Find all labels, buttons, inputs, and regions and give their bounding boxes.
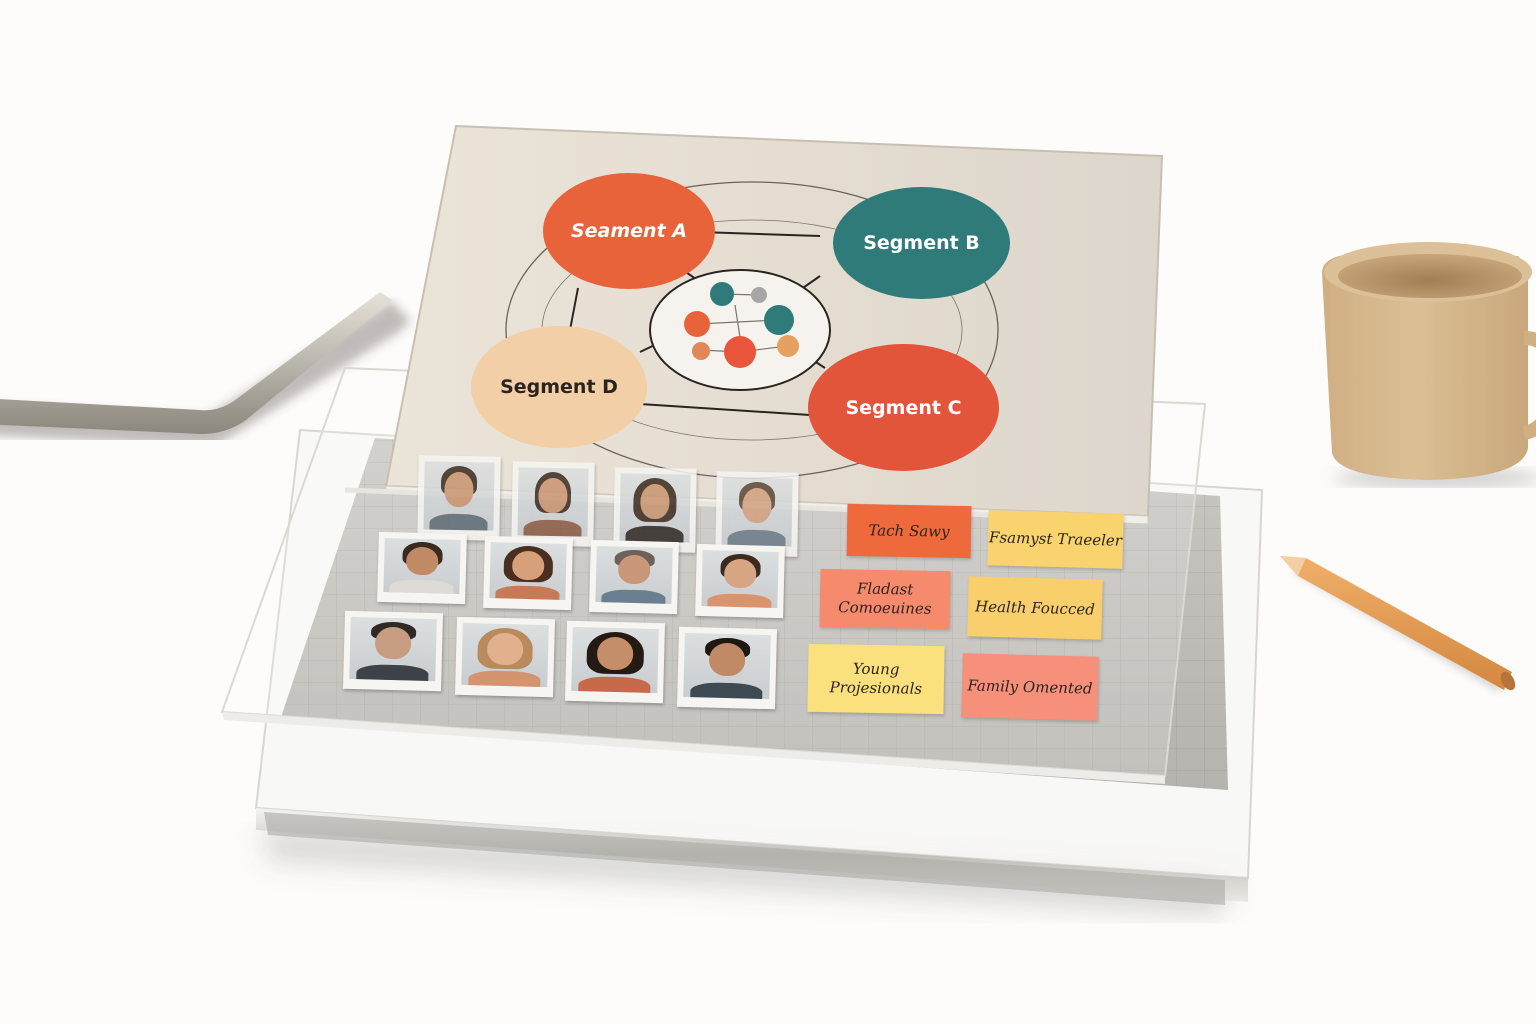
pencil xyxy=(1280,556,1516,693)
sticky-note: Fladast Comoeuines xyxy=(819,568,951,630)
persona-photo xyxy=(695,543,785,619)
segment-c-node: Segment C xyxy=(808,344,999,471)
segment-b-label: Segment B xyxy=(863,232,980,254)
sticky-note: Family Omented xyxy=(961,653,1099,721)
segment-d-node: Segment D xyxy=(471,326,647,448)
sticky-note: Fsamyst Traeeler xyxy=(987,510,1124,569)
persona-photo xyxy=(377,531,467,605)
persona-photo xyxy=(417,455,501,541)
coffee-mug xyxy=(1322,242,1536,488)
persona-photo xyxy=(676,626,778,710)
sticky-note: Health Foucced xyxy=(967,576,1103,640)
sticky-note: Young Projesionals xyxy=(807,643,945,715)
sticky-note-label: Health Foucced xyxy=(974,596,1096,619)
sticky-note: Tach Sawy xyxy=(846,503,972,559)
persona-photo xyxy=(589,539,679,615)
segment-c-label: Segment C xyxy=(845,396,962,419)
segment-d-label: Segment D xyxy=(500,376,618,398)
sticky-note-label: Family Omented xyxy=(967,675,1093,698)
segment-a-label: Seament A xyxy=(570,220,687,242)
laptop-edge xyxy=(0,292,411,440)
sticky-note-label: Fsamyst Traeeler xyxy=(988,528,1123,550)
sticky-note-label: Tach Sawy xyxy=(868,520,950,541)
sticky-note-label: Fladast Comoeuines xyxy=(838,579,932,618)
sticky-note-label: Young Projesionals xyxy=(829,659,923,698)
persona-photo xyxy=(511,461,595,547)
segment-a-node: Seament A xyxy=(543,173,715,289)
persona-photo xyxy=(342,610,444,692)
persona-photo xyxy=(483,535,573,611)
persona-photo xyxy=(564,620,666,704)
persona-photo xyxy=(454,616,556,698)
segment-b-node: Segment B xyxy=(833,187,1010,299)
